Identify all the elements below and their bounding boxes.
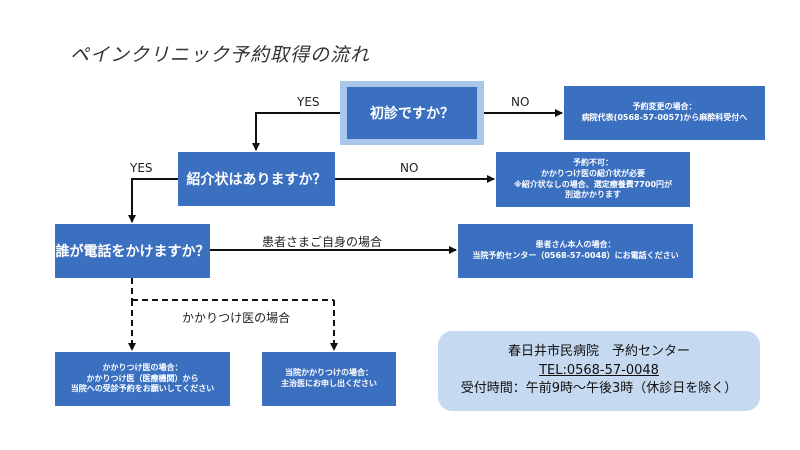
result-patient-calls: 患者さん本人の場合： 当院予約センター（0568-57-0048）にお電話くださ… (458, 224, 693, 278)
label-q2-yes: YES (130, 161, 153, 175)
label-q3-patient: 患者さまご自身の場合 (262, 235, 383, 249)
label-q1-no: NO (511, 95, 530, 109)
result-no-referral: 予約不可： かかりつけ医の紹介状が必要 ※紹介状なしの場合、選定療養費7700円… (496, 152, 690, 207)
page-title: ペインクリニック予約取得の流れ (70, 44, 371, 66)
question-who-calls: 誰が電話をかけますか？ (55, 224, 210, 278)
question-first-visit: 初診ですか？ (347, 87, 477, 139)
center-phone: TEL:0568-57-0048 (539, 362, 659, 378)
center-name: 春日井市民病院 予約センター (507, 343, 690, 359)
reservation-center-card: 春日井市民病院 予約センター TEL:0568-57-0048 受付時間：午前9… (438, 331, 760, 411)
center-hours: 受付時間：午前9時～午後3時（休診日を除く） (460, 381, 738, 397)
result-family-doctor: かかりつけ医の場合： かかりつけ医（医療機関）から 当院への受診予約をお願いして… (55, 352, 230, 406)
arrow-q1-yes (252, 112, 346, 151)
arrow-q2-yes (128, 178, 178, 223)
label-q1-yes: YES (297, 95, 320, 109)
result-hospital-doctor: 当院かかりつけの場合： 主治医にお申し出ください (262, 352, 396, 406)
result-appointment-change: 予約変更の場合： 病院代表(0568-57-0057)から麻酔科受付へ (564, 86, 765, 140)
label-q2-no: NO (400, 161, 419, 175)
label-q3-doctor: かかりつけ医の場合 (182, 311, 291, 325)
question-referral-letter: 紹介状はありますか？ (178, 152, 335, 206)
